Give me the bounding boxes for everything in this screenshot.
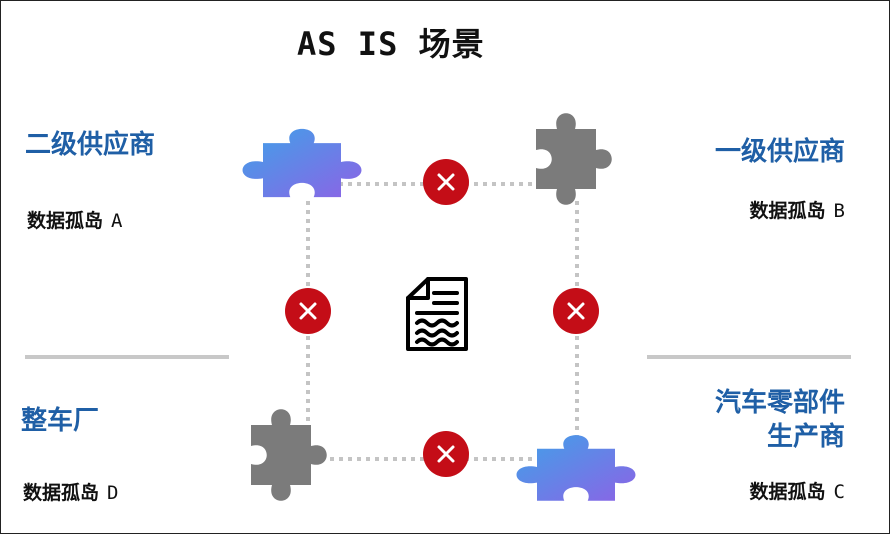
role-auto-parts-maker: 汽车零部件 生产商 (715, 386, 845, 454)
puzzle-piece-c-icon (516, 435, 636, 501)
page-title: AS IS 场景 (297, 25, 485, 63)
puzzle-piece-d-icon (251, 409, 327, 501)
data-island-label: 数据孤岛 (749, 481, 826, 503)
role-tier2-supplier: 二级供应商 (25, 130, 156, 160)
puzzle-piece-b-icon (536, 113, 612, 205)
puzzle-piece-a-icon (242, 128, 362, 198)
data-island-letter: C (833, 481, 845, 503)
role-tier1-supplier: 一级供应商 (714, 137, 845, 167)
data-island-letter: A (111, 210, 123, 232)
data-island-b: 数据孤岛 B (750, 196, 845, 223)
data-island-a: 数据孤岛 A (27, 206, 122, 233)
role-line-1: 汽车零部件 (714, 388, 845, 418)
data-island-label: 数据孤岛 (23, 482, 100, 504)
data-island-label: 数据孤岛 (27, 210, 104, 232)
data-island-d: 数据孤岛 D (23, 478, 118, 505)
data-island-label: 数据孤岛 (749, 200, 826, 222)
data-island-letter: B (833, 200, 845, 222)
left-divider (25, 355, 229, 359)
role-line-2: 生产商 (766, 422, 845, 452)
document-icon (406, 277, 468, 351)
x-circle-icon (423, 431, 469, 477)
x-circle-icon (553, 288, 599, 334)
right-divider (647, 355, 851, 359)
x-circle-icon (285, 288, 331, 334)
role-oem: 整车厂 (21, 406, 100, 436)
x-circle-icon (423, 159, 469, 205)
data-island-c: 数据孤岛 C (750, 477, 845, 504)
data-island-letter: D (107, 482, 119, 504)
